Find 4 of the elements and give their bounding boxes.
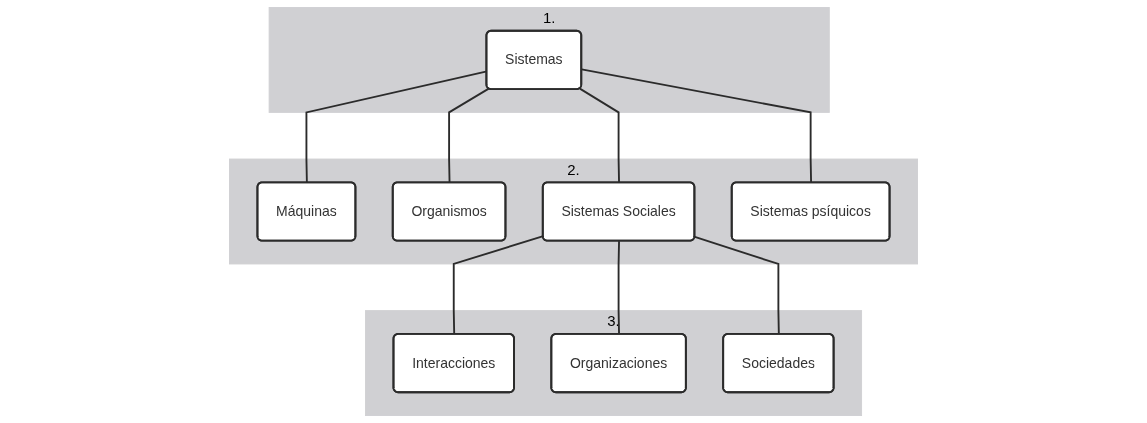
connector [305,70,488,184]
connector [448,87,490,184]
connector [580,68,813,184]
connector [578,87,620,184]
